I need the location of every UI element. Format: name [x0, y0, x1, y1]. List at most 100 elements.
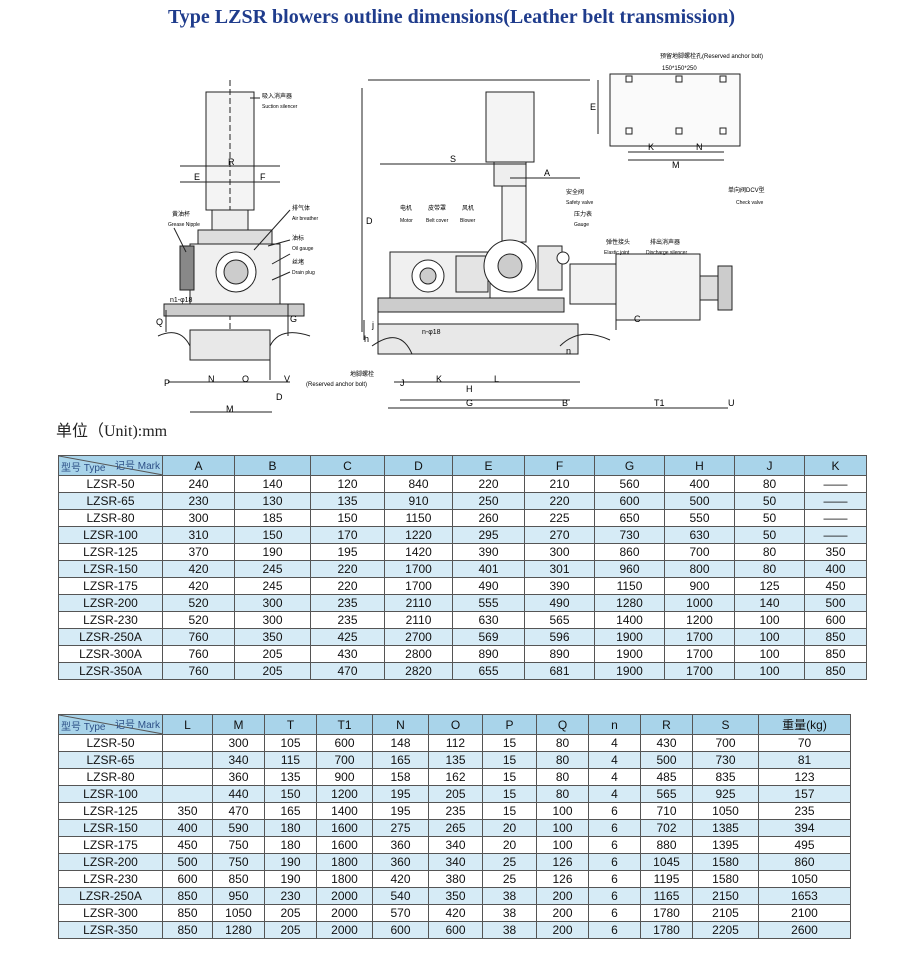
- label-motor-en: Motor: [400, 218, 413, 224]
- value-cell: 6: [588, 802, 641, 820]
- value-cell: 835: [692, 768, 759, 786]
- column-header: K: [804, 455, 867, 476]
- column-header: n: [588, 714, 641, 735]
- value-cell: 1700: [384, 560, 453, 578]
- dim-j: j: [371, 320, 374, 330]
- dim-L: L: [494, 374, 499, 384]
- value-cell: 485: [640, 768, 693, 786]
- model-cell: LZSR-250A: [58, 628, 163, 646]
- value-cell: 1420: [384, 543, 453, 561]
- dim-E: E: [194, 172, 200, 182]
- value-cell: 710: [640, 802, 693, 820]
- value-cell: 1600: [316, 836, 373, 854]
- model-cell: LZSR-300A: [58, 645, 163, 663]
- value-cell: 2110: [384, 594, 453, 612]
- value-cell: 80: [734, 475, 805, 493]
- value-cell: 205: [264, 904, 317, 922]
- value-cell: 240: [162, 475, 235, 493]
- value-cell: 925: [692, 785, 759, 803]
- value-cell: 235: [758, 802, 851, 820]
- value-cell: 730: [594, 526, 665, 544]
- dim-A: A: [544, 168, 550, 178]
- column-header: F: [524, 455, 595, 476]
- value-cell: 630: [664, 526, 735, 544]
- value-cell: 295: [452, 526, 525, 544]
- value-cell: 569: [452, 628, 525, 646]
- value-cell: 370: [162, 543, 235, 561]
- value-cell: 4: [588, 734, 641, 752]
- dim-G-front: G: [466, 398, 473, 408]
- value-cell: 190: [234, 543, 311, 561]
- column-header: M: [212, 714, 265, 735]
- value-cell: 235: [310, 594, 385, 612]
- value-cell: 960: [594, 560, 665, 578]
- value-cell: 1195: [640, 870, 693, 888]
- dim-V: V: [284, 374, 290, 384]
- value-cell: 50: [734, 492, 805, 510]
- value-cell: 350: [804, 543, 867, 561]
- value-cell: 6: [588, 870, 641, 888]
- value-cell: 220: [310, 560, 385, 578]
- value-cell: 430: [310, 645, 385, 663]
- column-header: S: [692, 714, 759, 735]
- value-cell: 112: [428, 734, 483, 752]
- value-cell: 150: [264, 785, 317, 803]
- value-cell: 750: [212, 836, 265, 854]
- value-cell: 470: [310, 662, 385, 680]
- value-cell: ——: [804, 492, 867, 510]
- value-cell: 425: [310, 628, 385, 646]
- value-cell: 420: [162, 560, 235, 578]
- label-discharge-silencer-en: Discharge silencer: [646, 250, 687, 256]
- value-cell: 590: [212, 819, 265, 837]
- value-cell: 1800: [316, 870, 373, 888]
- value-cell: 115: [264, 751, 317, 769]
- value-cell: 1653: [758, 887, 851, 905]
- value-cell: 450: [162, 836, 213, 854]
- model-cell: LZSR-230: [58, 611, 163, 629]
- value-cell: 340: [428, 836, 483, 854]
- value-cell: 1385: [692, 819, 759, 837]
- value-cell: 185: [234, 509, 311, 527]
- value-cell: 850: [162, 904, 213, 922]
- value-cell: 1200: [664, 611, 735, 629]
- value-cell: 555: [452, 594, 525, 612]
- value-cell: 205: [428, 785, 483, 803]
- value-cell: 205: [234, 662, 311, 680]
- value-cell: 148: [372, 734, 429, 752]
- model-cell: LZSR-50: [58, 475, 163, 493]
- column-header: O: [428, 714, 483, 735]
- plan-dim-E: E: [590, 102, 596, 112]
- corner-mark-label: 记号 Mark: [115, 461, 160, 472]
- value-cell: 2150: [692, 887, 759, 905]
- label-motor-cn: 电机: [400, 204, 412, 212]
- value-cell: 1400: [316, 802, 373, 820]
- value-cell: 490: [524, 594, 595, 612]
- value-cell: ——: [804, 526, 867, 544]
- value-cell: 1000: [664, 594, 735, 612]
- value-cell: 1580: [692, 870, 759, 888]
- value-cell: 1780: [640, 904, 693, 922]
- value-cell: 195: [372, 802, 429, 820]
- value-cell: 165: [264, 802, 317, 820]
- label-gauge-en: Gauge: [574, 222, 589, 228]
- column-header: J: [734, 455, 805, 476]
- value-cell: 300: [524, 543, 595, 561]
- value-cell: 900: [316, 768, 373, 786]
- value-cell: 800: [664, 560, 735, 578]
- label-belt-cover-cn: 皮带罩: [428, 204, 446, 212]
- dim-N: N: [208, 374, 215, 384]
- dim-F: F: [260, 172, 266, 182]
- value-cell: 1700: [664, 662, 735, 680]
- value-cell: 950: [212, 887, 265, 905]
- value-cell: 750: [212, 853, 265, 871]
- value-cell: 245: [234, 577, 311, 595]
- value-cell: 100: [536, 836, 589, 854]
- value-cell: 2000: [316, 921, 373, 939]
- value-cell: 80: [536, 751, 589, 769]
- value-cell: 890: [452, 645, 525, 663]
- value-cell: 4: [588, 785, 641, 803]
